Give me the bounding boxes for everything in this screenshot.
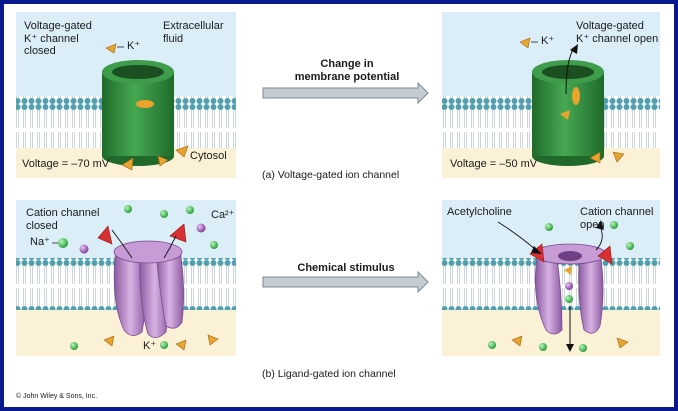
k-ion-icon bbox=[175, 339, 187, 351]
k-ion-icon bbox=[616, 337, 629, 349]
process-arrow-icon bbox=[262, 270, 429, 294]
membrane-potential-arrow-label: Change in membrane potential bbox=[294, 58, 400, 83]
ligand-gated-channel-open bbox=[533, 243, 607, 335]
k-ion-icon bbox=[175, 145, 189, 158]
panel-a-left-scene bbox=[16, 12, 236, 178]
k-ion-label-right: K⁺ bbox=[541, 35, 555, 47]
process-arrow-icon bbox=[262, 81, 429, 105]
k-ion-icon bbox=[207, 334, 219, 346]
panel-b-left-scene bbox=[16, 200, 236, 356]
ca-ion-icon bbox=[196, 223, 206, 233]
na-ion-icon bbox=[160, 341, 168, 349]
k-ion-icon bbox=[519, 37, 531, 49]
ca-ion-label: Ca²⁺ bbox=[211, 209, 235, 221]
cytosol-label: Cytosol bbox=[190, 150, 227, 162]
acetylcholine-icon bbox=[169, 223, 187, 243]
voltage-gated-channel-open bbox=[532, 60, 604, 166]
chemical-stimulus-arrow-label: Chemical stimulus bbox=[297, 262, 395, 274]
k-channel-open-label: Voltage-gated K⁺ channel open bbox=[576, 20, 659, 45]
k-ion-icon bbox=[612, 151, 625, 163]
ca-ion-icon bbox=[79, 244, 89, 254]
na-ion-icon bbox=[58, 238, 68, 248]
acetylcholine-icon bbox=[97, 225, 113, 245]
k-ion-icon bbox=[103, 335, 115, 347]
panel-a-right-scene bbox=[442, 12, 660, 178]
acetylcholine-label: Acetylcholine bbox=[447, 206, 512, 218]
k-ion-label-b: K⁺ bbox=[143, 340, 157, 352]
voltage-right-label: Voltage = –50 mV bbox=[450, 158, 538, 170]
na-ion-icon bbox=[186, 206, 194, 214]
na-ion-icon bbox=[579, 344, 587, 352]
caption-b: (b) Ligand-gated ion channel bbox=[262, 368, 396, 380]
ligand-gated-channel-closed bbox=[113, 240, 184, 338]
k-channel-closed-label: Voltage-gated K⁺ channel closed bbox=[24, 20, 92, 58]
na-ion-icon bbox=[626, 242, 634, 250]
k-ion-icon bbox=[564, 266, 572, 275]
extracellular-fluid-label: Extracellular fluid bbox=[163, 20, 224, 45]
caption-a: (a) Voltage-gated ion channel bbox=[262, 169, 400, 181]
k-ion-icon bbox=[589, 151, 601, 164]
cation-channel-open-label: Cation channel open bbox=[580, 206, 654, 231]
panel-b-right-scene bbox=[442, 200, 660, 356]
na-ion-icon bbox=[539, 343, 547, 351]
k-ion-icon bbox=[157, 155, 169, 167]
acetylcholine-icon bbox=[597, 245, 613, 265]
voltage-gated-channel-closed bbox=[102, 60, 174, 166]
na-ion-icon bbox=[210, 241, 218, 249]
na-ion-icon bbox=[545, 223, 553, 231]
copyright-notice: © John Wiley & Sons, Inc. bbox=[16, 393, 98, 400]
na-ion-icon bbox=[610, 221, 618, 229]
na-ion-icon bbox=[70, 342, 78, 350]
k-ion-label: K⁺ bbox=[127, 40, 141, 52]
cation-channel-closed-label: Cation channel closed bbox=[26, 207, 100, 232]
k-ion-icon bbox=[105, 43, 117, 54]
na-ion-icon bbox=[124, 205, 132, 213]
k-ion-icon bbox=[511, 335, 523, 347]
voltage-left-label: Voltage = –70 mV bbox=[22, 158, 110, 170]
k-ion-icon bbox=[121, 157, 134, 171]
ca-ion-icon bbox=[565, 282, 573, 290]
na-ion-label: Na⁺ bbox=[30, 236, 50, 248]
na-ion-icon bbox=[565, 295, 573, 303]
na-ion-icon bbox=[160, 210, 168, 218]
na-ion-icon bbox=[488, 341, 496, 349]
